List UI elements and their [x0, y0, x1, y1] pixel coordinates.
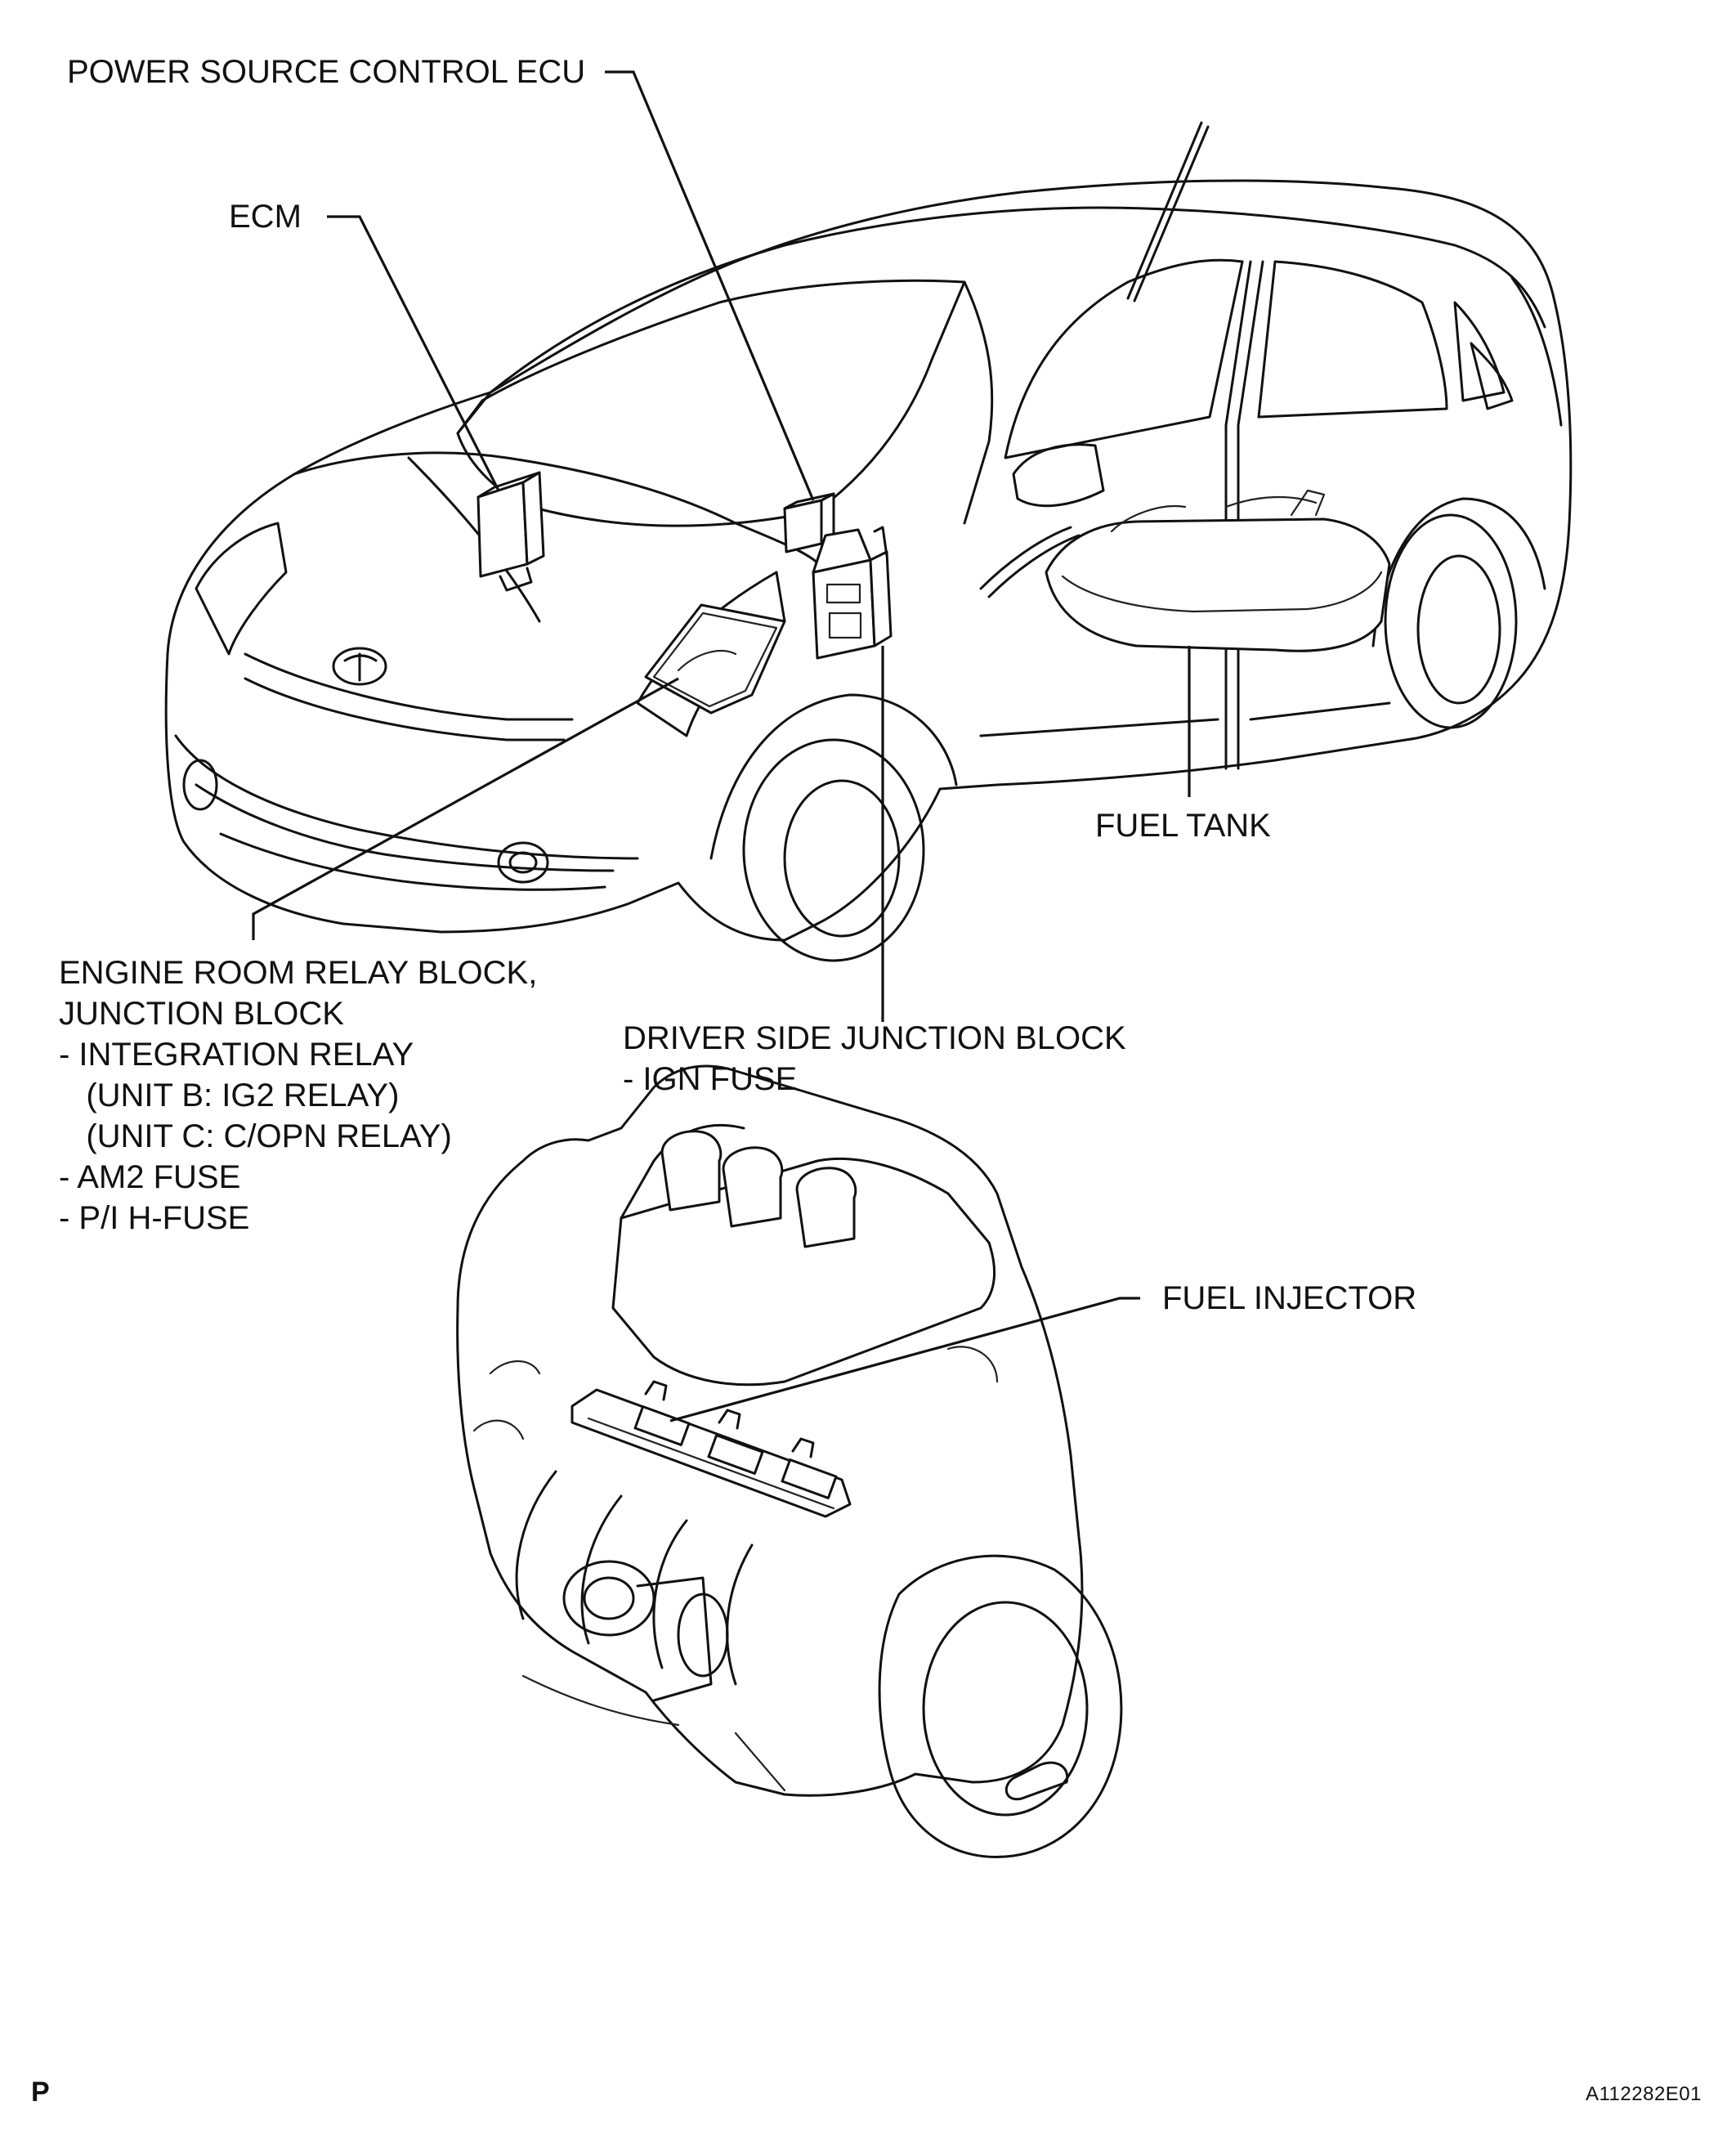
engine-room-line-2: JUNCTION BLOCK	[59, 996, 344, 1032]
driver-side-junction-block-label: DRIVER SIDE JUNCTION BLOCK - IGN FUSE	[623, 1018, 1126, 1100]
driver-side-junction-block-component	[812, 526, 893, 660]
driver-side-line-1: DRIVER SIDE JUNCTION BLOCK	[623, 1020, 1126, 1056]
power-source-control-ecu-label: POWER SOURCE CONTROL ECU	[67, 54, 586, 90]
car-illustration	[164, 121, 1573, 962]
engine-room-relay-block-component	[644, 603, 786, 715]
ecm-label: ECM	[229, 199, 302, 235]
fuel-tank-component	[979, 489, 1391, 652]
engine-room-line-1: ENGINE ROOM RELAY BLOCK,	[59, 955, 538, 991]
leader-lines	[252, 70, 1191, 1422]
corner-mark: P	[31, 2077, 50, 2108]
fuel-injector-label: FUEL INJECTOR	[1162, 1280, 1417, 1316]
engine-illustration	[456, 1064, 1123, 1858]
ecm-component	[477, 471, 545, 592]
engine-room-line-3: - INTEGRATION RELAY	[59, 1037, 414, 1073]
engine-room-line-5: (UNIT C: C/OPN RELAY)	[59, 1118, 452, 1154]
engine-room-relay-block-label: ENGINE ROOM RELAY BLOCK, JUNCTION BLOCK …	[59, 952, 537, 1239]
figure-code: A112282E01	[1585, 2083, 1702, 2105]
driver-side-line-2: - IGN FUSE	[623, 1061, 798, 1097]
engine-room-line-4: (UNIT B: IG2 RELAY)	[59, 1077, 400, 1113]
power-source-ecu-component	[783, 492, 835, 553]
engine-room-line-7: - P/I H-FUSE	[59, 1200, 250, 1236]
fuel-tank-label: FUEL TANK	[1095, 808, 1271, 844]
engine-room-line-6: - AM2 FUSE	[59, 1159, 241, 1195]
